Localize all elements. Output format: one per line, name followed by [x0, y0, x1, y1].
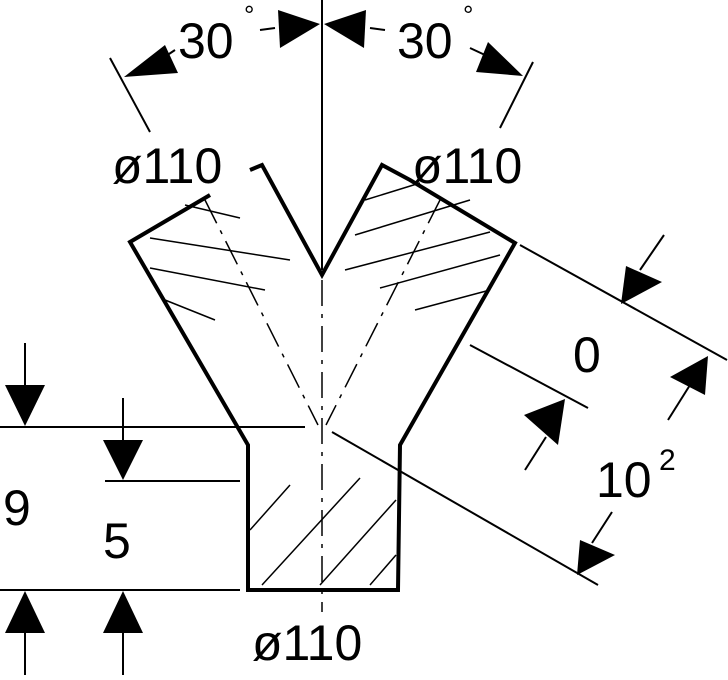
arrow-angle-right-outer [476, 42, 523, 76]
height-root-label: 5 [103, 513, 131, 569]
angle-right-label: 30 [397, 13, 453, 69]
depth-dimension-exponent: 2 [659, 444, 676, 477]
depth-dimension-label: 10 [596, 452, 652, 508]
arrow-height-total-top [5, 385, 45, 426]
arrow-angle-left-inner [278, 10, 320, 48]
section-hatching [149, 182, 501, 586]
diameter-top-right-label: ø110 [412, 138, 522, 194]
arrow-gap-bottom [670, 356, 708, 395]
height-total-label: 9 [3, 480, 31, 536]
part-outline [127, 162, 518, 592]
arrow-gap-top [621, 266, 662, 304]
arrow-height-root-bottom [103, 591, 143, 633]
diameter-top-left-label: ø110 [112, 138, 222, 194]
dimension-arrowheads [5, 10, 708, 633]
dimension-labels: 30 ° 30 ° ø110 ø110 ø110 0 10 2 9 5 [3, 0, 676, 671]
construction-lines [204, 0, 441, 612]
arrow-depth-bottom [577, 540, 615, 575]
arrow-height-total-bottom [5, 591, 45, 633]
diameter-bottom-label: ø110 [252, 615, 362, 671]
angle-left-degree: ° [244, 0, 254, 30]
gap-dimension-label: 0 [573, 327, 601, 383]
arrow-angle-left-outer [124, 45, 178, 77]
angle-right-degree: ° [463, 0, 473, 30]
arrow-height-root-top [103, 440, 143, 480]
arrow-depth-top [524, 399, 565, 445]
arrow-angle-right-inner [324, 10, 366, 48]
dimension-lines [0, 27, 728, 675]
angle-left-label: 30 [178, 13, 234, 69]
